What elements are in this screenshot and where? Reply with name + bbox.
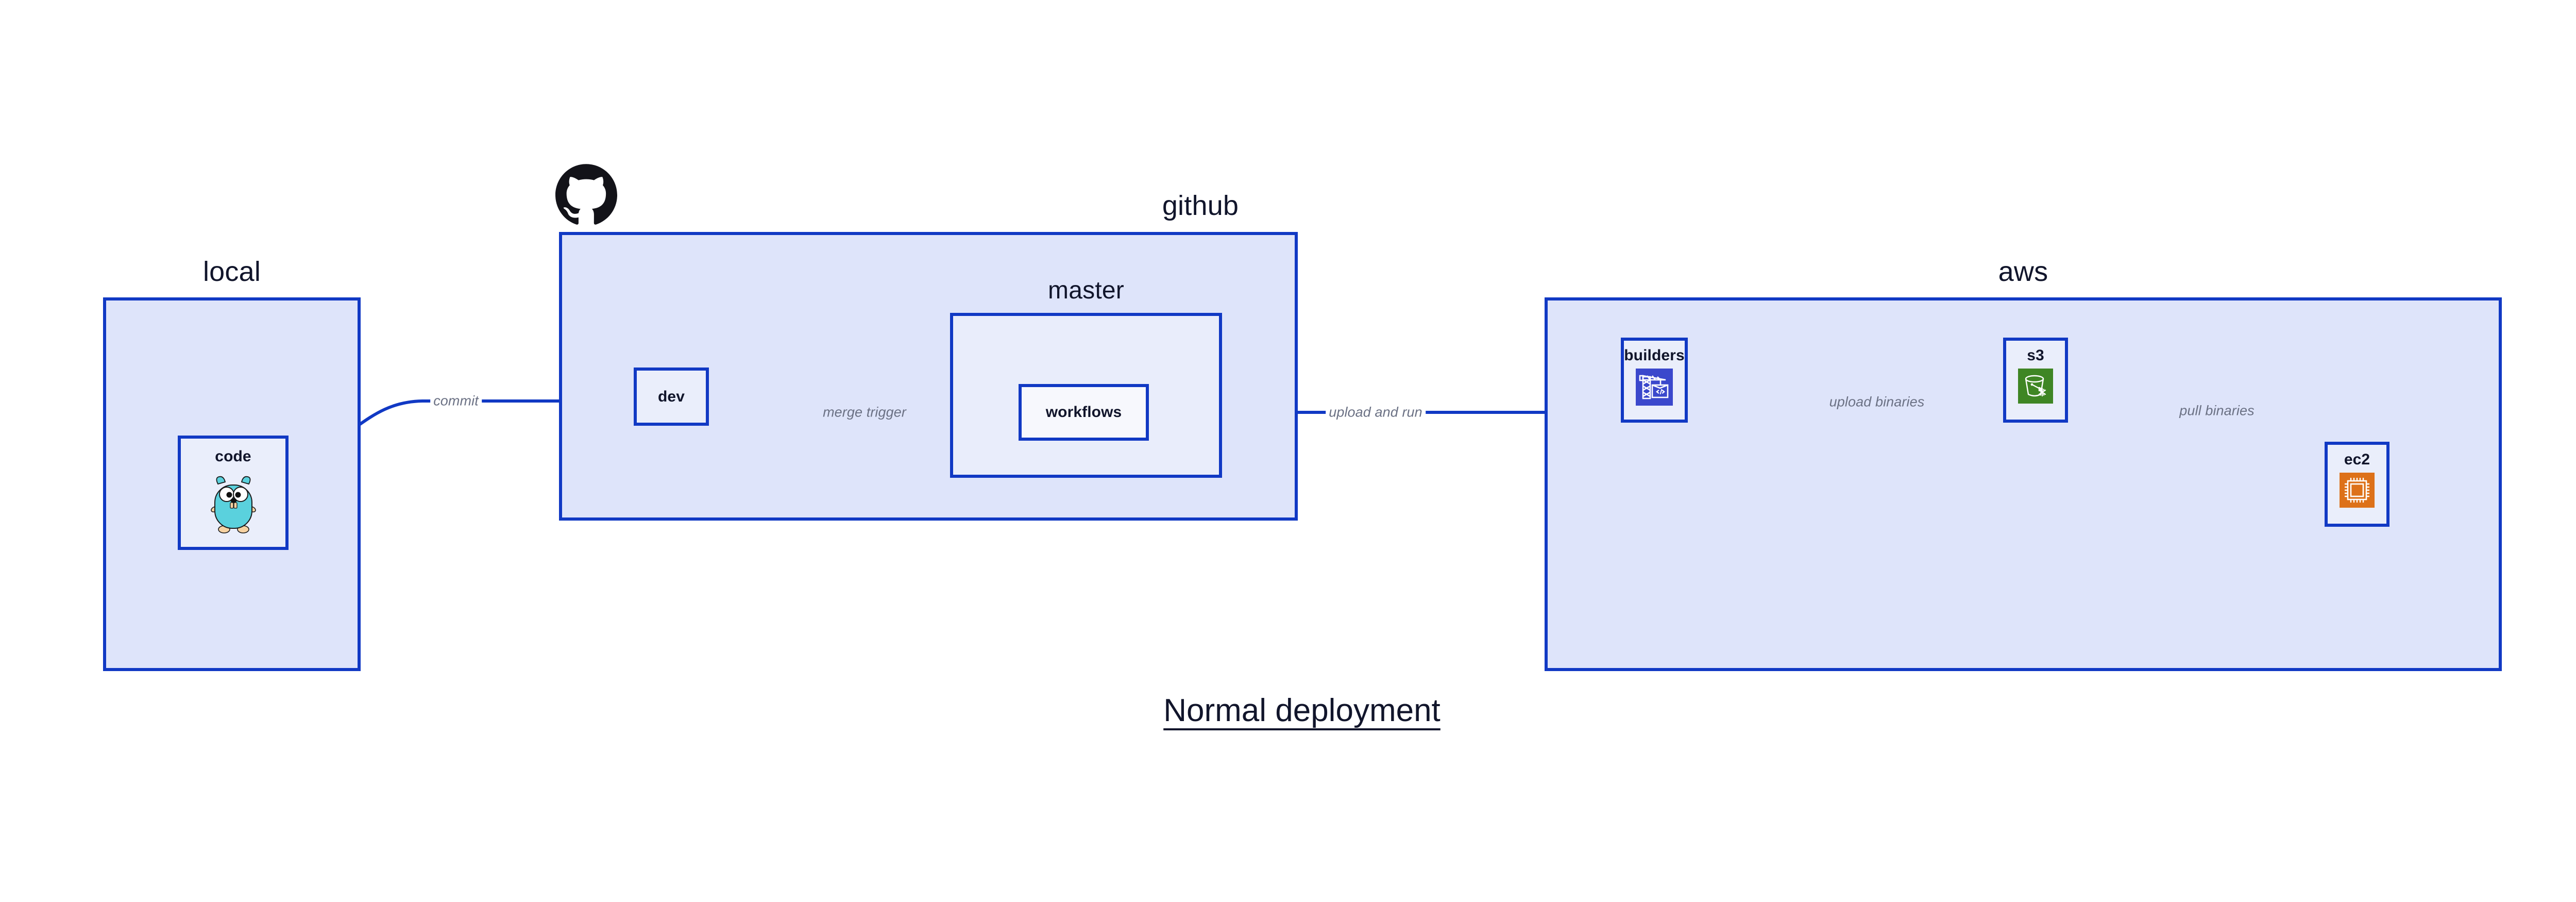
group-github-label: github <box>1162 190 1239 221</box>
edge-label-upload-and-run: upload and run <box>1326 404 1426 421</box>
node-workflows-label: workflows <box>1045 404 1122 421</box>
subgroup-master-label: master <box>1048 277 1124 304</box>
node-dev-label: dev <box>658 388 685 405</box>
node-code-label: code <box>215 448 251 465</box>
node-ec2-label: ec2 <box>2344 451 2370 468</box>
node-ec2[interactable]: ec2 <box>2325 442 2389 527</box>
node-code[interactable]: code <box>178 436 289 550</box>
golang-gopher-icon <box>205 474 262 537</box>
aws-codebuild-crane-icon <box>1636 369 1673 408</box>
node-builders[interactable]: builders <box>1621 338 1688 423</box>
node-workflows[interactable]: workflows <box>1019 384 1149 441</box>
github-octocat-icon <box>555 164 617 225</box>
aws-s3-glacier-bucket-icon <box>2018 369 2053 406</box>
edge-label-pull-binaries: pull binaries <box>2176 403 2258 419</box>
node-builders-label: builders <box>1624 347 1685 364</box>
group-aws-label: aws <box>1998 256 2048 287</box>
edge-label-merge-trigger: merge trigger <box>820 404 909 421</box>
diagram-title: Normal deployment <box>1163 693 1440 728</box>
edge-label-commit: commit <box>430 393 482 409</box>
node-dev[interactable]: dev <box>634 368 709 426</box>
aws-ec2-chip-icon <box>2340 473 2375 510</box>
node-s3[interactable]: s3 <box>2003 338 2068 423</box>
edge-label-upload-binaries: upload binaries <box>1826 394 1928 410</box>
group-local-label: local <box>202 256 261 287</box>
node-s3-label: s3 <box>2027 347 2044 364</box>
